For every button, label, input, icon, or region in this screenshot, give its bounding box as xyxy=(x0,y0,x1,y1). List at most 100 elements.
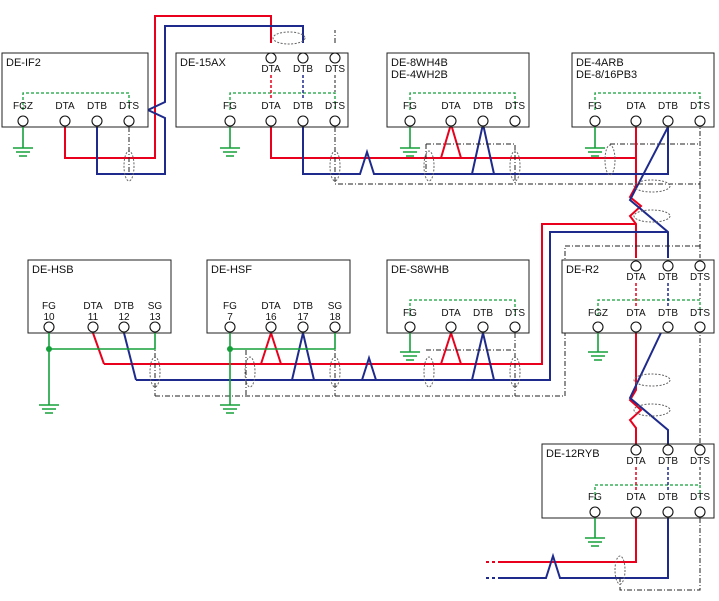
terminal-icon xyxy=(694,115,706,127)
shield-ellipse xyxy=(509,356,521,388)
ground-wires xyxy=(22,127,599,538)
terminal-label: DTB xyxy=(658,308,678,319)
terminal-icon xyxy=(662,115,674,127)
wire-dts-15ax-bus xyxy=(334,127,701,185)
terminal-icon xyxy=(329,52,341,64)
fg-junction-dots xyxy=(46,346,233,352)
terminal-icon xyxy=(589,115,601,127)
wire-dta-if2-15ax xyxy=(64,15,272,159)
terminal-icon xyxy=(694,506,706,518)
terminal-number: 7 xyxy=(227,312,233,323)
terminal-icon xyxy=(630,260,642,272)
wire-dts-8wh xyxy=(426,143,516,184)
terminal-icon xyxy=(265,115,277,127)
ground-icon xyxy=(400,147,420,157)
shield-ellipse xyxy=(604,144,616,176)
device-de-12ryb: DE-12RYB DTA DTB DTS FG DTA DTB DTS xyxy=(541,443,715,519)
terminal-label: DTS xyxy=(325,64,345,75)
terminal-label: DTA xyxy=(626,101,646,112)
device-name-alt: DE-8/16PB3 xyxy=(576,69,637,81)
terminal-label: DTA xyxy=(55,101,75,112)
terminals xyxy=(17,52,706,518)
terminal-icon xyxy=(630,444,642,456)
terminal-icon xyxy=(445,321,457,333)
terminal-label: FGZ xyxy=(13,101,33,112)
terminal-label: FG xyxy=(42,301,56,312)
dta-wires xyxy=(64,15,643,563)
shield-ellipse xyxy=(272,31,306,45)
device-name: DE-IF2 xyxy=(6,57,41,69)
terminal-icon xyxy=(297,115,309,127)
terminal-icon xyxy=(592,321,604,333)
terminal-label: DTB xyxy=(293,301,313,312)
terminal-icon xyxy=(404,115,416,127)
terminal-label: DTB xyxy=(293,64,313,75)
terminal-icon xyxy=(265,52,277,64)
shield-ellipse xyxy=(633,403,671,417)
terminal-icon xyxy=(477,321,489,333)
terminal-label: DTS xyxy=(505,101,525,112)
terminal-label: DTS xyxy=(690,101,710,112)
wire-dtb-hsf-tap xyxy=(291,332,315,381)
device-de-s8whb: DE-S8WHB FG DTA DTB DTS xyxy=(386,259,530,334)
terminal-icon xyxy=(329,321,341,333)
wire-dtb-8wh-tap xyxy=(471,123,495,175)
device-de-15ax: DE-15AX DTA DTB DTS FG DTA DTB DTS xyxy=(175,52,349,128)
wire-dtb-15ax-bus xyxy=(302,127,669,175)
terminal-label: DTB xyxy=(473,101,493,112)
device-name: DE-4ARB xyxy=(576,57,624,69)
terminal-icon xyxy=(477,115,489,127)
ground-icon xyxy=(13,147,33,157)
wire-dtb-s8-tap xyxy=(471,332,495,381)
wire-dtb-out xyxy=(483,518,669,579)
ground-icon xyxy=(220,147,240,157)
terminal-label: DTA xyxy=(261,301,281,312)
shield-ellipse xyxy=(123,150,135,182)
terminal-label: DTB xyxy=(658,272,678,283)
wire-dtb-4arb-r2 xyxy=(628,126,669,258)
terminal-icon xyxy=(445,115,457,127)
terminal-label: FG xyxy=(403,308,417,319)
device-de-8wh4b: DE-8WH4B DE-4WH2B FG DTA DTB DTS xyxy=(386,52,530,128)
device-name: DE-R2 xyxy=(566,264,599,276)
shield-ellipse xyxy=(614,555,626,585)
terminal-label: FG xyxy=(403,101,417,112)
shield-ellipse xyxy=(633,209,671,223)
terminal-icon xyxy=(329,115,341,127)
wire-dta-r2-12ryb xyxy=(628,318,643,460)
terminal-label: DTS xyxy=(690,456,710,467)
wire-dta-lower-bus xyxy=(104,223,636,365)
shield-ellipse xyxy=(423,356,435,388)
terminal-icon xyxy=(118,321,130,333)
terminal-icon xyxy=(87,321,99,333)
terminal-icon xyxy=(224,321,236,333)
device-name: DE-12RYB xyxy=(546,448,600,460)
terminal-icon xyxy=(694,260,706,272)
device-de-r2: DE-R2 DTA DTB DTS FGZ DTA DTB DTS xyxy=(561,259,715,334)
terminal-label: DTS xyxy=(505,308,525,319)
terminal-icon xyxy=(297,321,309,333)
wire-dtb-lower-bus xyxy=(136,231,668,381)
wire-dta-15ax-bus xyxy=(270,127,637,159)
terminal-icon xyxy=(149,321,161,333)
shield-ellipse xyxy=(329,356,341,388)
terminal-label: DTA xyxy=(441,101,461,112)
terminal-label: FG xyxy=(223,301,237,312)
terminal-label: DTA xyxy=(83,301,103,312)
terminal-label: DTB xyxy=(658,492,678,503)
terminal-label: DTA xyxy=(626,272,646,283)
terminal-label: DTA xyxy=(261,101,281,112)
terminal-icon xyxy=(509,321,521,333)
terminal-number: 11 xyxy=(88,312,99,323)
ground-icon xyxy=(585,537,605,547)
wire-dta-8wh-tap xyxy=(440,120,462,159)
device-de-4arb: DE-4ARB DE-8/16PB3 FG DTA DTB DTS xyxy=(571,52,715,128)
terminal-icon xyxy=(662,444,674,456)
device-name: DE-S8WHB xyxy=(391,264,449,276)
terminal-number: 18 xyxy=(329,312,341,323)
terminal-icon xyxy=(123,115,135,127)
terminal-number: 12 xyxy=(118,312,130,323)
shield-ellipse xyxy=(509,150,521,182)
ground-icon xyxy=(220,404,240,414)
device-name: DE-8WH4B xyxy=(391,57,448,69)
